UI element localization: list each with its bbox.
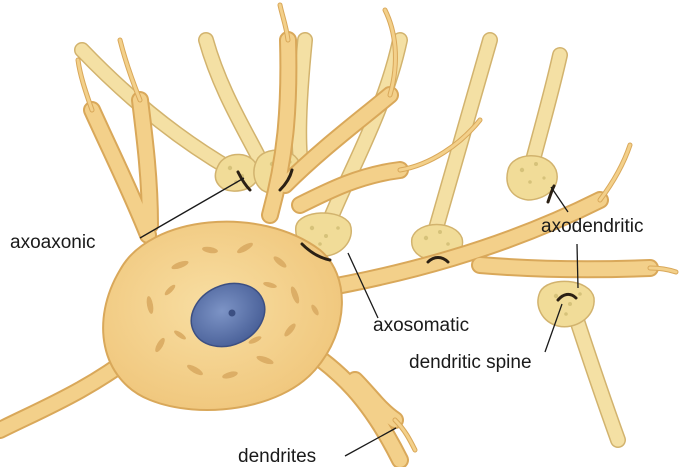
label-dendritic-spine: dendritic spine <box>409 352 532 373</box>
leader-axodendritic-upper <box>551 187 568 212</box>
label-dendrites: dendrites <box>238 446 316 467</box>
leader-axodendritic-lower <box>577 244 578 288</box>
terminal-dendritic-spine <box>538 281 594 326</box>
label-axoaxonic: axoaxonic <box>10 232 96 253</box>
nucleolus <box>229 310 236 317</box>
label-axosomatic: axosomatic <box>373 315 469 336</box>
label-axodendritic: axodendritic <box>541 216 643 237</box>
